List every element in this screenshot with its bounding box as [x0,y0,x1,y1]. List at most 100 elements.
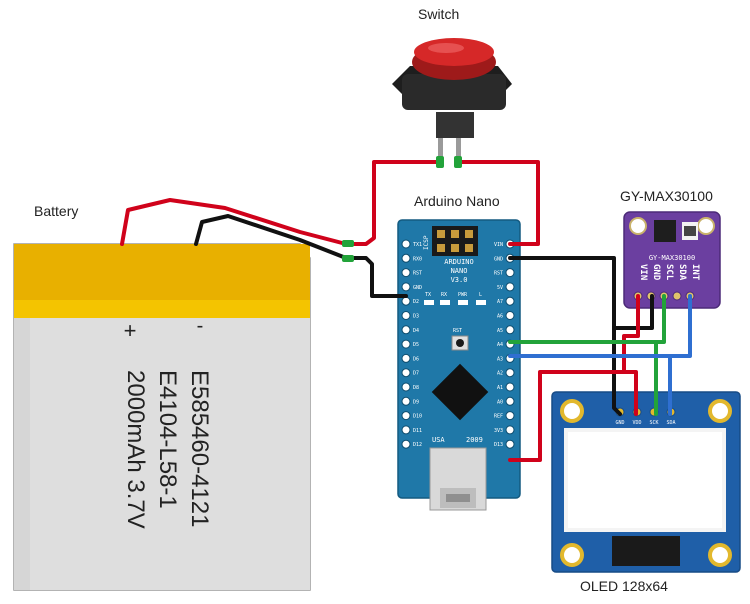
board-name-3: V3.0 [451,276,468,284]
l-led-label: L [479,292,482,298]
right-pin-6 [505,325,515,335]
sensor-pin-label-4: INT [690,264,700,281]
wire-battery-positive [120,160,442,246]
left-pin-13 [401,425,411,435]
left-pin-label-10: D8 [413,385,419,391]
right-pin-label-1: GND [494,256,503,262]
tx-led-label: TX [425,292,431,298]
left-pin-12 [401,411,411,421]
battery-text-line1: E585460-4121 [186,370,213,527]
wire-sda [508,294,692,358]
oled-pin-label-0: GND [615,420,624,426]
left-pin-label-3: GND [413,285,422,291]
right-pin-10 [505,382,515,392]
left-pin-11 [401,396,411,406]
left-pin-label-8: D6 [413,356,419,362]
right-pin-5 [505,311,515,320]
left-pin-2 [401,268,411,278]
right-pin-12 [505,411,515,421]
right-pin-label-3: 5V [497,285,503,291]
board-name-2: NANO [451,267,468,275]
right-pin-label-13: 3V3 [494,428,503,434]
battery-plus-label: + [124,318,137,343]
right-pin-label-7: A4 [497,342,503,348]
sensor-pin-label-1: GND [651,264,661,281]
sensor-pin-label-0: VIN [638,264,648,280]
sensor-board-title: GY-MAX30100 [649,254,695,262]
left-pin-label-9: D7 [413,371,419,377]
right-pin-label-8: A3 [497,356,503,362]
left-pin-label-0: TX1 [413,242,422,248]
left-pin-3 [401,282,411,292]
wire-connectors [342,156,462,262]
left-pin-0 [401,239,411,249]
wire-scl [508,294,666,344]
year-label: 2009 [466,436,483,444]
left-pin-6 [401,325,411,335]
battery-text-line3: 2000mAh 3.7V [122,370,149,529]
left-pin-7 [401,339,411,349]
wires [120,160,692,462]
sensor-pin-label-2: SCL [664,264,674,281]
right-pin-2 [505,268,515,278]
left-pin-label-2: RST [413,271,422,277]
right-pin-label-14: D13 [494,442,503,448]
right-pin-13 [505,425,515,435]
battery-text-line2: E4104-L58-1 [154,370,181,509]
left-pin-label-1: RX0 [413,256,422,262]
wire-gnd-to-sensor [612,294,654,330]
left-pin-4 [401,296,411,306]
oled-label: OLED 128x64 [580,578,668,594]
battery: + - E585460-4121 E4104-L58-1 2000mAh 3.7… [13,243,311,591]
usb-connector [429,447,487,511]
battery-minus-label: - [197,315,204,337]
right-pin-label-5: A6 [497,314,503,320]
battery-label: Battery [34,203,78,219]
switch-label: Switch [418,6,459,22]
right-pin-14 [505,439,515,449]
left-pin-14 [401,439,411,449]
left-pin-label-12: D10 [413,414,422,420]
arduino-nano: ICSP ARDUINO NANO V3.0 TX RX PWR L RST U… [397,219,521,511]
right-pin-label-2: RST [494,271,503,277]
right-pin-4 [505,296,515,306]
pwr-led-label: PWR [458,292,468,298]
left-pin-label-11: D9 [413,399,419,405]
left-pin-label-7: D5 [413,342,419,348]
wire-gnd-to-sensor-and-oled [508,256,622,416]
oled-pin-label-1: VDD [632,420,641,426]
left-pin-label-4: D2 [413,299,419,305]
right-pin-label-11: A0 [497,399,503,405]
oled-pin-label-2: SCK [649,420,658,426]
right-pin-label-0: VIN [494,242,503,248]
left-pin-1 [401,253,411,263]
switch [392,38,512,162]
sensor-label: GY-MAX30100 [620,188,713,204]
left-pin-9 [401,368,411,378]
rx-led-label: RX [441,292,447,298]
icsp-label: ICSP [423,235,430,250]
right-pin-3 [505,282,515,292]
right-pin-label-10: A1 [497,385,503,391]
right-pin-11 [505,396,515,406]
oled-pin-label-3: SDA [666,420,675,426]
right-pin-label-4: A7 [497,299,503,305]
oled-display: GND VDD SCK SDA [551,391,741,573]
left-pin-label-5: D3 [413,314,419,320]
right-pin-label-9: A2 [497,371,503,377]
left-pin-8 [401,353,411,363]
arduino-label: Arduino Nano [414,193,500,209]
wire-switch-to-vin [456,160,540,246]
right-pin-label-6: A5 [497,328,503,334]
usa-label: USA [432,436,445,444]
left-pin-label-14: D12 [413,442,422,448]
board-name-1: ARDUINO [444,258,474,266]
left-pin-label-6: D4 [413,328,419,334]
left-pin-label-13: D11 [413,428,422,434]
sensor-pin-label-3: SDA [677,264,687,281]
sensor-pin-3 [672,291,682,301]
